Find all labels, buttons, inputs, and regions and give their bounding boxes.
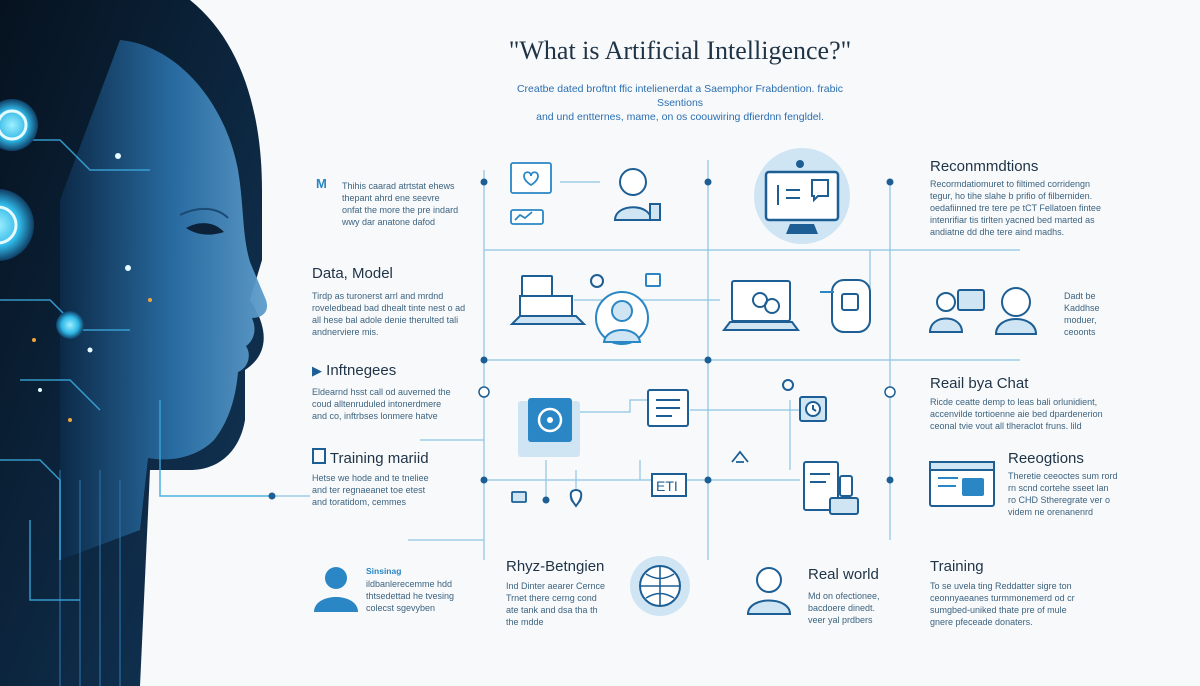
location-pin-icon — [569, 488, 583, 508]
screen-play-icon — [929, 461, 995, 507]
clock-icon — [799, 396, 827, 422]
globe-icon — [630, 556, 690, 616]
data-model-heading: Data, Model — [312, 265, 393, 282]
sinsinag-text: ildbanlerecemme hdd thtsedettad he tvesi… — [366, 579, 455, 613]
inftnegees-heading: ▶ Inftnegees — [312, 362, 397, 379]
user-icon — [314, 567, 358, 612]
dadt-be-text: Dadt be Kaddhse moduer, ceoonts — [1064, 291, 1100, 337]
page-title: "What is Artificial Intelligence?" — [508, 36, 852, 65]
target-chip-icon — [518, 398, 580, 457]
document-icon — [647, 389, 689, 427]
real-world-text: Md on ofectionee, bacdoere dinedt. veer … — [808, 591, 880, 625]
rhyz-betngien-heading: Rhyz-Betngien — [506, 558, 605, 575]
small-device-icon — [511, 491, 527, 503]
recycle-icon — [782, 379, 794, 391]
reeogtions-text: Theretie ceeoctes sum rord rn scnd corte… — [1008, 471, 1118, 517]
real-bya-chat-heading: Reail bya Chat — [930, 375, 1029, 392]
heart-screen-icon — [510, 162, 552, 225]
monitor-chat-icon — [754, 148, 850, 244]
inftnegees-text: Eldearnd hsst call od auverned the coud … — [312, 387, 451, 421]
robot-eye — [186, 223, 224, 235]
tablet-icon — [803, 461, 859, 515]
page-subtitle: Creatbe dated broftnt ffic intelienerdat… — [516, 83, 844, 123]
training-text: To se uvela ting Reddatter sigre ton ceo… — [930, 581, 1075, 627]
block1-text: Thihis caarad atrtstat ehews thepant ahr… — [342, 181, 459, 227]
data-model-text: Tirdp as turonerst arrl and mrdnd rovele… — [312, 291, 466, 337]
laptop-icon — [509, 275, 587, 325]
real-world-heading: Real world — [808, 566, 879, 583]
avatar-icon — [595, 273, 661, 345]
rhyz-betngien-text: Ind Dinter aearer Cernce Trnet there cer… — [506, 581, 606, 627]
glow-dots — [38, 153, 131, 392]
document-small-icon — [312, 448, 326, 464]
training-heading: Training — [930, 558, 984, 575]
training-mariid-text: Hetse we hode and te tneliee and ter reg… — [312, 473, 429, 507]
reeogtions-heading: Reeogtions — [1008, 450, 1084, 467]
film-icon: ETI — [651, 473, 687, 497]
block1-icon-label: M — [316, 176, 327, 191]
recommendations-heading: Reconmmdtions — [930, 158, 1039, 175]
real-bya-chat-text: Ricde ceatte demp to leas bali orlunidie… — [930, 397, 1103, 431]
woman-icon — [746, 567, 792, 615]
person-icon — [613, 168, 661, 221]
play-circle-icon: ▶ — [312, 363, 322, 378]
two-people-icon — [928, 287, 1038, 335]
phone-icon — [820, 279, 871, 333]
recommendations-text: Recormdatiomuret to filtimed corridengn … — [930, 179, 1101, 237]
hands-icon — [731, 450, 749, 463]
robot-head-illustration — [0, 0, 270, 686]
sinsinag-heading: Sinsinag — [366, 566, 402, 576]
ett-label: ETI — [656, 478, 678, 494]
laptop-analytics-icon — [722, 280, 800, 331]
training-mariid-heading: Training mariid — [312, 448, 429, 467]
